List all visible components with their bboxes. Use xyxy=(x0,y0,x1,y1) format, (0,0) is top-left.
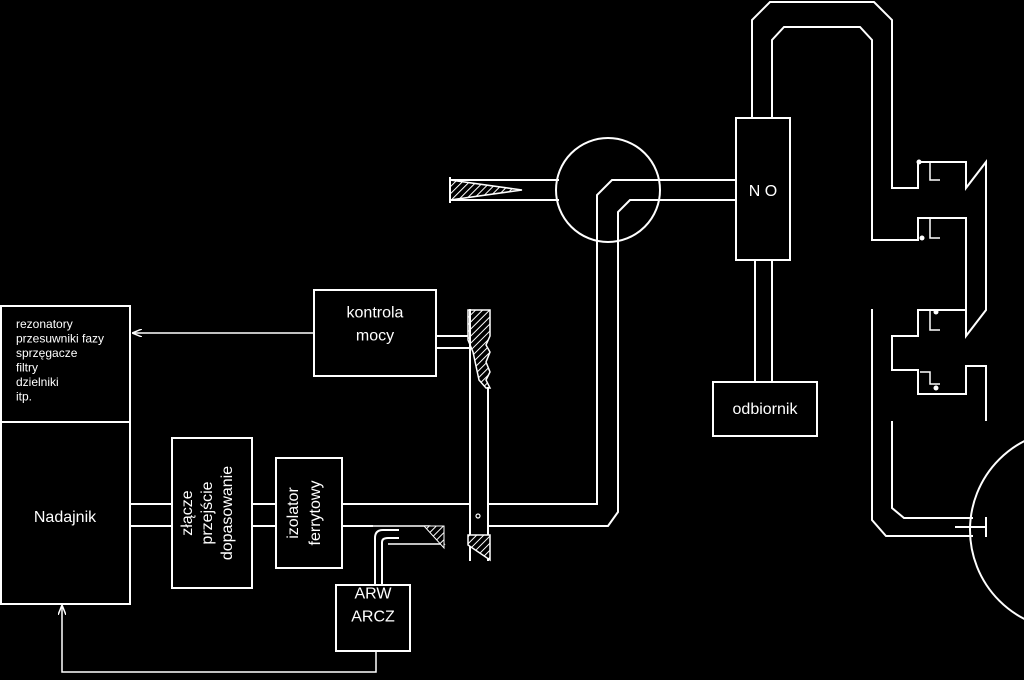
power-control-label-line: kontrola xyxy=(347,305,404,322)
component-list-text-line: przesuwniki fazy xyxy=(16,332,104,346)
duplexer-block: N O xyxy=(735,117,791,261)
receiver-block: odbiornik xyxy=(712,381,818,437)
transmitter-feedback-arrow xyxy=(62,606,377,673)
power-control-block: kontrola mocy xyxy=(313,289,437,377)
isolator-to-coupler-line xyxy=(341,503,471,527)
waveguide-junction xyxy=(449,137,661,243)
coupler-to-junction-line xyxy=(487,179,737,527)
component-list-text-line: itp. xyxy=(16,390,32,404)
agc-label: ARW ARCZ xyxy=(351,586,395,626)
directional-coupler xyxy=(467,309,492,562)
antenna-feed-waveguide xyxy=(871,421,973,537)
transmitter-block: Nadajnik xyxy=(0,421,131,605)
duplexer-label: N O xyxy=(749,183,777,200)
joint-label-line: złącze xyxy=(179,490,196,535)
joint-label-line: przejście xyxy=(199,481,216,544)
component-list-text-line: rezonatory xyxy=(16,317,73,331)
waveguide-iris-section xyxy=(871,117,987,423)
power-control-label: kontrola mocy xyxy=(347,305,404,345)
component-list-text-line: filtry xyxy=(16,361,38,375)
transmitter-line xyxy=(129,503,173,527)
transmitter-label: Nadajnik xyxy=(34,509,97,526)
agc-block: ARW ARCZ xyxy=(335,584,411,652)
agc-label-line: ARW xyxy=(354,586,392,603)
duplexer-to-receiver-line xyxy=(754,259,773,383)
isolator-block: izolator ferrytowy xyxy=(275,457,343,569)
joint-to-isolator-line xyxy=(251,503,277,527)
matched-load xyxy=(372,525,446,586)
agc-label-line: ARCZ xyxy=(351,609,395,626)
antenna-reflector xyxy=(969,440,1024,620)
upper-waveguide-loop xyxy=(751,1,893,119)
isolator-label-line: ferrytowy xyxy=(307,481,324,546)
joint-label-line: dopasowanie xyxy=(219,466,236,560)
power-control-feed xyxy=(435,335,471,349)
power-control-label-line: mocy xyxy=(356,328,394,345)
isolator-label-line: izolator xyxy=(285,487,302,539)
receiver-label: odbiornik xyxy=(733,401,799,418)
component-list-text-line: dzielniki xyxy=(16,375,59,389)
isolator-label: izolator ferrytowy xyxy=(285,481,324,546)
component-list-text-line: sprzęgacze xyxy=(16,346,78,360)
